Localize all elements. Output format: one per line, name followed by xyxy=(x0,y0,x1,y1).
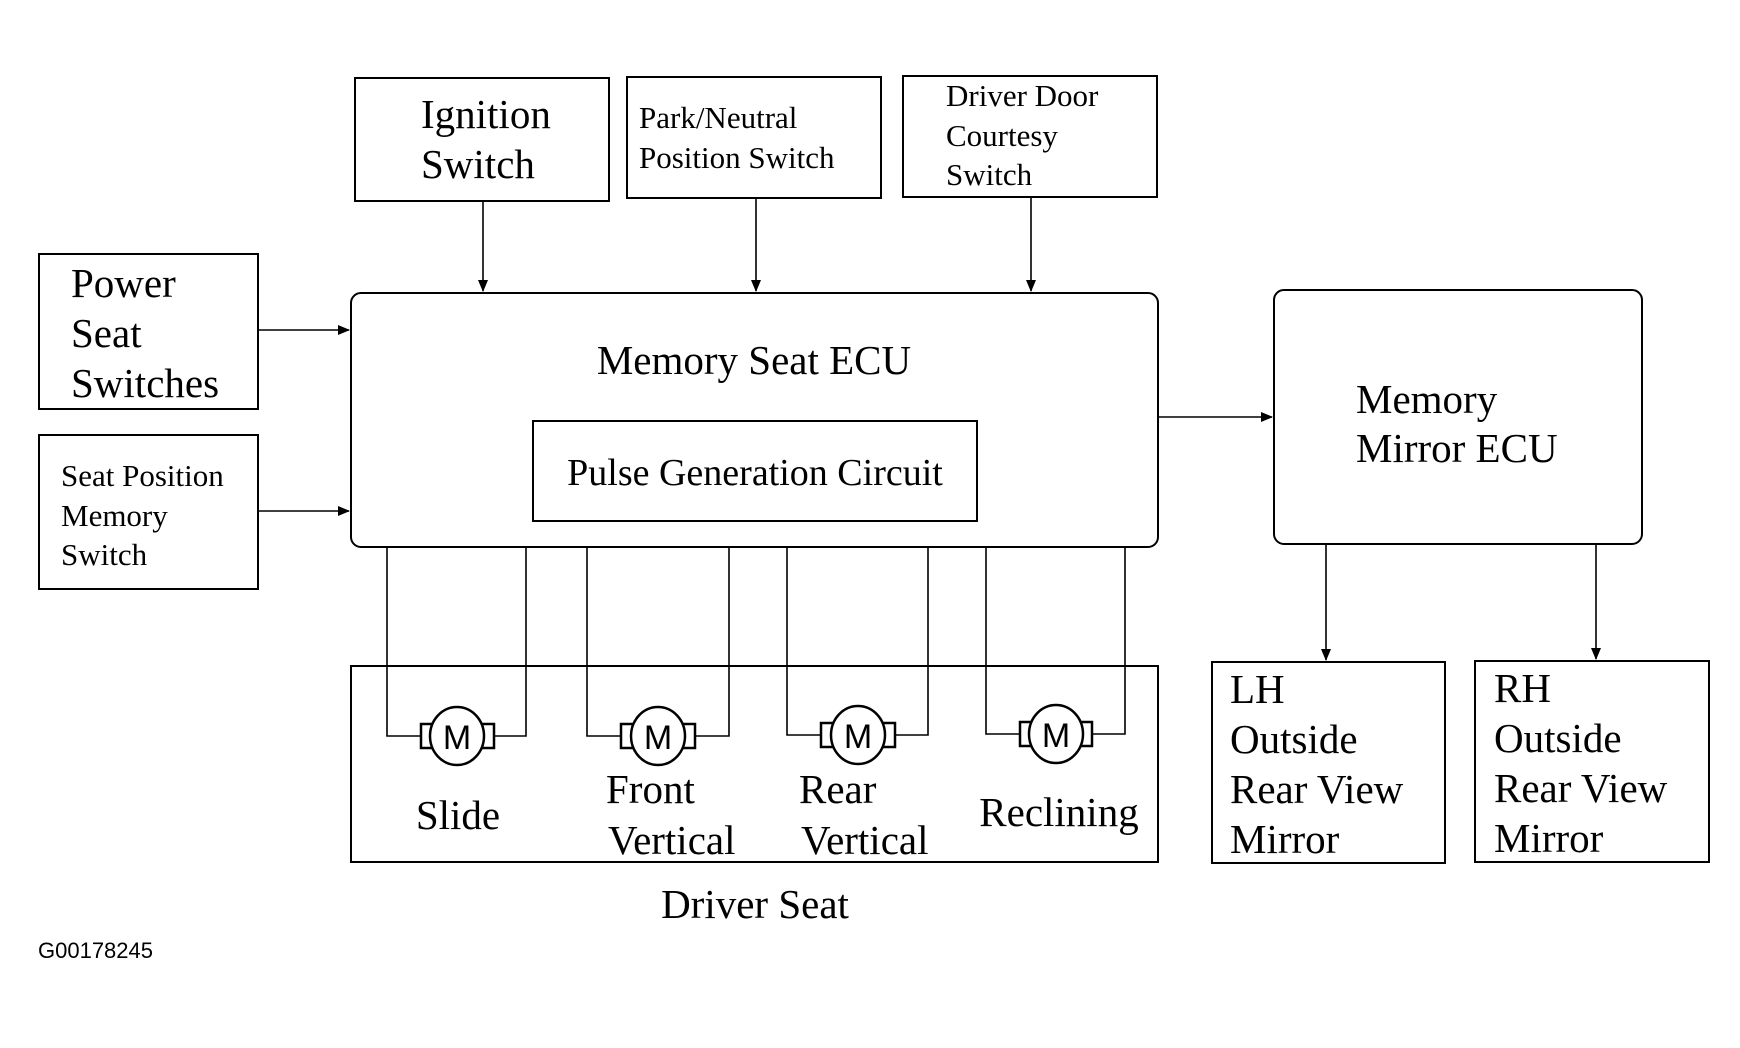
reclining-label: Reclining xyxy=(979,789,1138,835)
motor-front-vertical: M Front Vertical xyxy=(586,547,735,863)
power-seat-label-3: Switches xyxy=(71,360,219,406)
lh-label-4: Mirror xyxy=(1230,816,1340,862)
ecu-title: Memory Seat ECU xyxy=(597,337,911,383)
rh-label-1: RH xyxy=(1494,665,1551,711)
driver-door-label-1: Driver Door xyxy=(946,78,1099,113)
ignition-label-2: Switch xyxy=(421,141,535,187)
motor-icon-label: M xyxy=(644,719,672,757)
power-seat-label-2: Seat xyxy=(71,310,142,356)
front-vertical-label-2: Vertical xyxy=(608,817,735,863)
park-neutral-label-2: Position Switch xyxy=(639,140,835,175)
park-neutral-label-1: Park/Neutral xyxy=(639,100,797,135)
seat-position-label-3: Switch xyxy=(61,537,148,572)
rear-vertical-label-1: Rear xyxy=(799,766,877,812)
seat-position-label-1: Seat Position xyxy=(61,458,224,493)
motor-rear-vertical: M Rear Vertical xyxy=(786,547,929,863)
memory-seat-ecu-box: Memory Seat ECU Pulse Generation Circuit xyxy=(350,292,1159,548)
driver-seat-box xyxy=(350,665,1159,863)
motor-icon-label: M xyxy=(844,718,872,756)
motor-icon-label: M xyxy=(443,719,471,757)
motor-reclining: M Reclining xyxy=(979,547,1139,835)
motor-icon-label: M xyxy=(1042,717,1070,755)
rh-mirror-box: RH Outside Rear View Mirror xyxy=(1474,660,1710,863)
lh-label-1: LH xyxy=(1230,666,1285,712)
park-neutral-switch-box: Park/Neutral Position Switch xyxy=(626,76,882,199)
lh-label-2: Outside xyxy=(1230,716,1358,762)
power-seat-label-1: Power xyxy=(71,260,176,306)
figure-id: G00178245 xyxy=(38,938,153,963)
rear-vertical-label-2: Vertical xyxy=(801,817,928,863)
mirror-ecu-label-2: Mirror ECU xyxy=(1356,425,1558,471)
seat-position-label-2: Memory xyxy=(61,498,168,533)
driver-door-switch-box: Driver Door Courtesy Switch xyxy=(902,75,1158,198)
rh-label-4: Mirror xyxy=(1494,815,1604,861)
power-seat-switches-box: Power Seat Switches xyxy=(38,253,259,410)
driver-seat-title: Driver Seat xyxy=(661,881,849,927)
pulse-circuit-label: Pulse Generation Circuit xyxy=(567,452,943,494)
memory-mirror-ecu-box: Memory Mirror ECU xyxy=(1273,289,1643,545)
ignition-label-1: Ignition xyxy=(421,91,551,137)
lh-label-3: Rear View xyxy=(1230,766,1404,812)
rh-label-3: Rear View xyxy=(1494,765,1668,811)
lh-mirror-box: LH Outside Rear View Mirror xyxy=(1211,661,1446,864)
driver-door-label-2: Courtesy xyxy=(946,118,1058,153)
mirror-ecu-label-1: Memory xyxy=(1356,376,1498,422)
motor-slide: M Slide xyxy=(386,547,527,838)
ignition-switch-box: Ignition Switch xyxy=(354,77,610,202)
slide-label: Slide xyxy=(416,792,500,838)
front-vertical-label-1: Front xyxy=(606,766,695,812)
rh-label-2: Outside xyxy=(1494,715,1622,761)
driver-door-label-3: Switch xyxy=(946,157,1033,192)
seat-position-memory-switch-box: Seat Position Memory Switch xyxy=(38,434,259,590)
